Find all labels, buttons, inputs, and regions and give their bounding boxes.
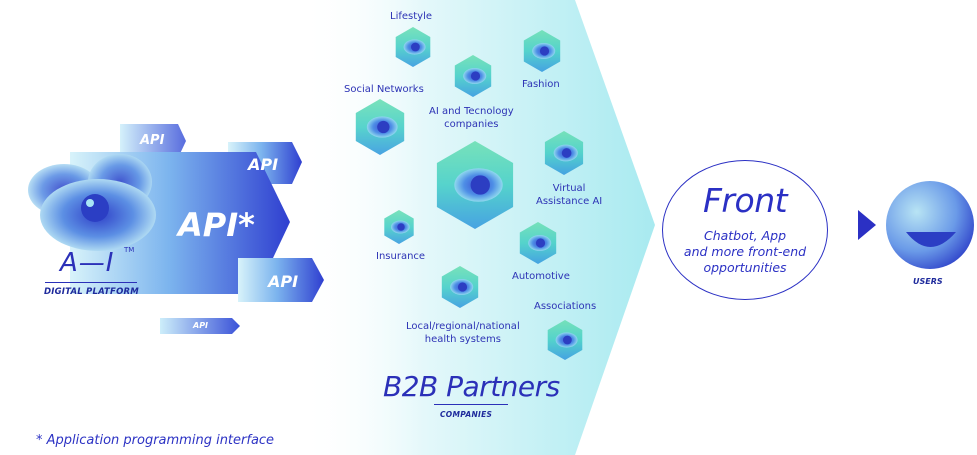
hex-associations	[547, 320, 583, 360]
b2b-partners-title: B2B Partners	[383, 370, 560, 403]
front-title: Front	[702, 181, 788, 220]
hex-health-systems	[441, 266, 479, 308]
api-arrow-small-top	[120, 124, 186, 158]
platform-logo-graphic	[28, 154, 156, 251]
hex-automotive	[519, 222, 557, 264]
label-lifestyle: Lifestyle	[390, 11, 433, 22]
api-arrow-tiny-bottom	[160, 318, 240, 334]
api-label-medium-bottom: API	[268, 272, 299, 291]
hex-social-networks	[355, 99, 405, 155]
api-arrow-medium-bottom	[238, 258, 324, 302]
hex-insurance	[384, 210, 414, 244]
label-virtual-assistance: Virtual Assistance AI	[536, 183, 603, 207]
label-social-networks: Social Networks	[344, 84, 424, 95]
platform-logo-text: A—I	[60, 248, 115, 278]
api-label-tiny-bottom: API	[193, 321, 209, 330]
hex-lifestyle	[395, 27, 431, 67]
label-automotive: Automotive	[512, 271, 570, 282]
partner-hexagons	[355, 27, 584, 360]
platform-trademark: TM	[124, 246, 135, 254]
label-health-systems: Local/regional/national health systems	[406, 321, 520, 345]
label-associations: Associations	[534, 301, 597, 312]
platform-subtitle: DIGITAL PLATFORM	[44, 287, 139, 297]
hex-center	[436, 141, 514, 229]
hex-ai-tech	[454, 55, 492, 97]
hex-fashion	[523, 30, 561, 72]
users-circle	[886, 181, 974, 269]
label-ai-tech: AI and Tecnology companies	[429, 106, 514, 130]
arrow-to-users-icon	[858, 210, 876, 240]
front-subtitle: Chatbot, App and more front-end opportun…	[683, 228, 807, 275]
b2b-partners-subtitle: COMPANIES	[440, 410, 493, 419]
api-label-medium-top: API	[248, 155, 279, 174]
hex-virtual-assistance	[544, 131, 584, 175]
api-label-main: API*	[178, 206, 255, 244]
users-label: USERS	[913, 277, 943, 286]
api-footnote: * Application programming interface	[36, 433, 275, 448]
label-insurance: Insurance	[376, 251, 426, 262]
label-fashion: Fashion	[522, 79, 560, 90]
front-circle	[662, 160, 828, 300]
platform-divider	[45, 282, 137, 283]
b2b-divider	[434, 404, 508, 405]
api-label-small-top: API	[140, 133, 165, 148]
